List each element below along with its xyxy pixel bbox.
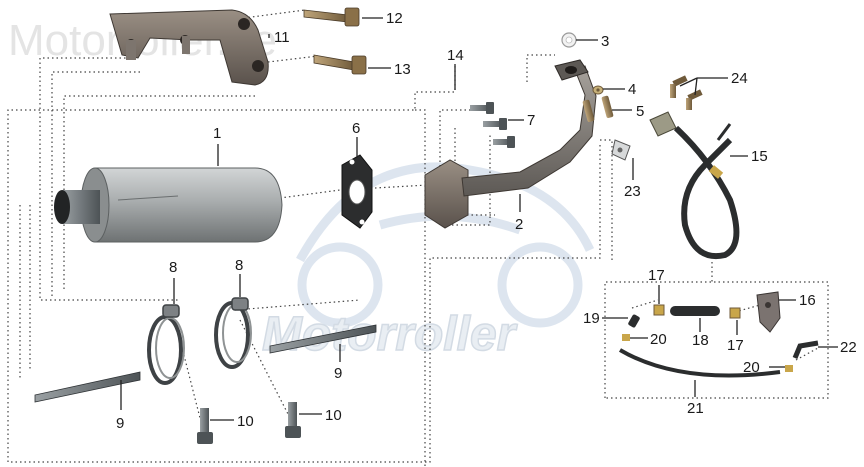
clamp-bolt-part-right — [285, 402, 301, 438]
label-part-11: 11 — [274, 29, 290, 46]
seal-ring-part — [561, 32, 577, 48]
label-part-9-lower: 9 — [116, 415, 124, 432]
long-hose-part-21 — [618, 348, 781, 378]
label-part-16: 16 — [799, 292, 816, 309]
leader-lines — [120, 17, 838, 421]
label-part-23: 23 — [624, 183, 641, 200]
hose-part-18 — [670, 306, 720, 316]
exhaust-gasket-part — [341, 154, 373, 229]
fitting-part-17-right — [729, 307, 741, 319]
muffler-clamp-part-right — [214, 297, 252, 369]
label-part-3: 3 — [601, 33, 609, 50]
label-part-1: 1 — [213, 125, 221, 142]
label-part-15: 15 — [751, 148, 768, 165]
flange-bolt-part-13 — [313, 54, 367, 75]
valve-part-16 — [756, 291, 781, 333]
label-part-14: 14 — [447, 47, 464, 64]
bolt-part-7 — [470, 102, 515, 148]
label-part-17-top: 17 — [648, 267, 665, 284]
label-part-20-right: 20 — [743, 359, 760, 376]
muffler-clamp-part-left — [147, 304, 185, 385]
stud-part-5 — [582, 95, 614, 122]
clip-part-20-right — [785, 365, 793, 372]
muffler-part — [54, 167, 283, 243]
label-part-10-right: 10 — [325, 407, 342, 424]
mounting-strip-part-upper — [269, 324, 377, 354]
label-part-8-right: 8 — [235, 257, 243, 274]
mounting-strip-part-lower — [34, 371, 141, 403]
label-part-5: 5 — [636, 103, 644, 120]
label-part-21: 21 — [687, 400, 704, 417]
label-part-8-left: 8 — [169, 259, 177, 276]
exhaust-pipe-part — [424, 59, 597, 229]
plug-part-19 — [628, 314, 640, 328]
label-part-13: 13 — [394, 61, 411, 78]
clamp-bolt-part-left — [197, 408, 213, 444]
label-part-20-left: 20 — [650, 331, 667, 348]
label-part-2: 2 — [515, 216, 523, 233]
label-part-9-upper: 9 — [334, 365, 342, 382]
label-part-7: 7 — [527, 112, 535, 129]
label-part-4: 4 — [628, 81, 636, 98]
label-part-17-bottom: 17 — [727, 337, 744, 354]
label-part-10-left: 10 — [237, 413, 254, 430]
fitting-part-17-left — [653, 304, 665, 316]
watermark-scooter-logo — [296, 162, 595, 328]
label-part-24: 24 — [731, 70, 748, 87]
label-part-18: 18 — [692, 332, 709, 349]
label-part-6: 6 — [352, 120, 360, 137]
part-labels: 1 2 3 4 5 6 7 8 8 9 9 10 10 11 12 13 14 … — [116, 10, 857, 432]
clip-part-20-left — [622, 334, 630, 341]
label-part-19: 19 — [583, 310, 600, 327]
nut-part-4 — [592, 85, 604, 95]
sensor-bolt-part-24 — [670, 75, 703, 110]
muffler-bracket-part — [109, 9, 269, 86]
pipe-part-22 — [792, 340, 819, 359]
gasket-plate-part-23 — [611, 139, 631, 161]
label-part-12: 12 — [386, 10, 403, 27]
flange-bolt-part-12 — [303, 7, 360, 27]
label-part-22: 22 — [840, 339, 857, 356]
watermark-center: Motorroller — [262, 308, 518, 361]
secondary-air-hose-part — [649, 111, 740, 260]
